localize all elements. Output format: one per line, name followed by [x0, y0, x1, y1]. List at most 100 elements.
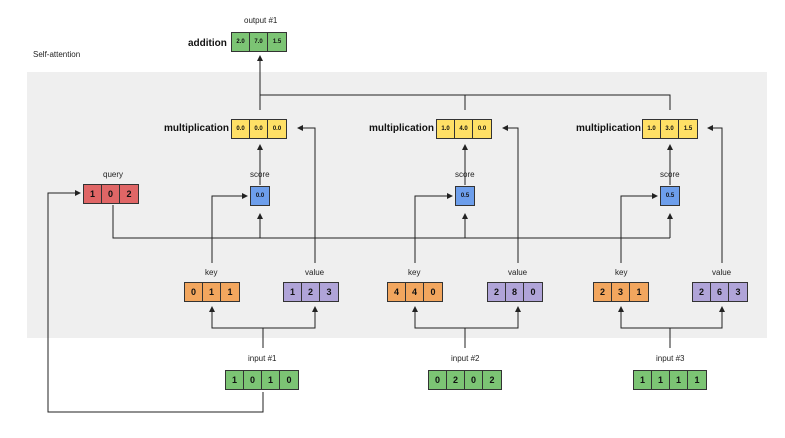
input-cell: 1 [670, 371, 688, 389]
input-cell: 2 [447, 371, 465, 389]
query-label: query [103, 170, 124, 179]
query-line [112, 205, 670, 239]
mult-cell: 0.0 [250, 120, 268, 138]
input-cell: 1 [634, 371, 652, 389]
mult-cell: 1.0 [437, 120, 455, 138]
query-cell: 0 [102, 185, 120, 203]
input1-to-key1 [209, 306, 264, 348]
input3-to-key3 [618, 306, 671, 348]
input-cell: 0 [429, 371, 447, 389]
output-vector: 2.0 7.0 1.5 [231, 32, 287, 52]
multiplication-vector-3: 1.0 3.0 1.5 [642, 119, 698, 139]
input3-to-value3 [670, 306, 725, 329]
input-label-2: input #2 [451, 354, 480, 363]
key-label-2: key [408, 268, 421, 277]
score-label-2: score [455, 170, 475, 179]
value1-to-mult1 [297, 125, 316, 263]
value-cell: 2 [302, 283, 320, 301]
key2-to-score2 [414, 193, 453, 263]
key-cell: 4 [388, 283, 406, 301]
input-cell: 0 [244, 371, 262, 389]
key-vector-1: 0 1 1 [184, 282, 240, 302]
input-cell: 1 [694, 375, 700, 385]
query-vector: 1 0 2 [83, 184, 139, 204]
input-cell: 0 [286, 375, 292, 385]
score-cell: 0.5 [460, 193, 470, 199]
mult-cell: 0.0 [477, 126, 487, 132]
value-label-3: value [712, 268, 732, 277]
key-cell: 1 [227, 287, 233, 297]
score-cell: 0.0 [255, 193, 265, 199]
input2-to-key2 [412, 306, 466, 348]
value-cell: 3 [326, 287, 332, 297]
mult-cell: 0.0 [232, 120, 250, 138]
input-vector-2: 0 2 0 2 [428, 370, 502, 390]
input-cell: 2 [489, 375, 495, 385]
value2-to-mult2 [502, 125, 519, 263]
value-cell: 0 [530, 287, 536, 297]
value-cell: 2 [693, 283, 711, 301]
score-label-3: score [660, 170, 680, 179]
score-label-1: score [250, 170, 270, 179]
input-label-1: input #1 [248, 354, 277, 363]
multiplication-label-2: multiplication [369, 123, 434, 134]
value-cell: 6 [711, 283, 729, 301]
mult-cell: 1.5 [683, 126, 693, 132]
value-label-1: value [305, 268, 325, 277]
score-box-2: 0.5 [455, 186, 475, 206]
mult-cell: 0.0 [272, 126, 282, 132]
input-label-3: input #3 [656, 354, 685, 363]
value-cell: 2 [488, 283, 506, 301]
output-label: output #1 [244, 16, 278, 25]
output-cell: 2.0 [232, 33, 250, 51]
input-vector-1: 1 0 1 0 [225, 370, 299, 390]
input1-to-value1 [263, 306, 318, 329]
value-vector-2: 2 8 0 [487, 282, 543, 302]
value-cell: 8 [506, 283, 524, 301]
value-cell: 3 [735, 287, 741, 297]
value-vector-3: 2 6 3 [692, 282, 748, 302]
mult-cell: 1.0 [643, 120, 661, 138]
key-cell: 1 [636, 287, 642, 297]
key3-to-score3 [620, 193, 658, 263]
diagram-title: Self-attention [33, 50, 81, 59]
input-cell: 1 [226, 371, 244, 389]
input1-to-query-arrow [47, 190, 264, 413]
value-vector-1: 1 2 3 [283, 282, 339, 302]
input-vector-3: 1 1 1 1 [633, 370, 707, 390]
key1-to-score1 [211, 193, 248, 263]
score-box-1: 0.0 [250, 186, 270, 206]
addition-label: addition [188, 38, 227, 49]
key-cell: 0 [185, 283, 203, 301]
value-cell: 1 [284, 283, 302, 301]
output-cell: 7.0 [250, 33, 268, 51]
input-cell: 0 [465, 371, 483, 389]
input-cell: 1 [652, 371, 670, 389]
key-cell: 2 [594, 283, 612, 301]
key-cell: 3 [612, 283, 630, 301]
key-vector-3: 2 3 1 [593, 282, 649, 302]
query-cell: 2 [126, 189, 132, 199]
score-box-3: 0.5 [660, 186, 680, 206]
key-cell: 1 [203, 283, 221, 301]
multiplication-vector-2: 1.0 4.0 0.0 [436, 119, 492, 139]
multiplication-label-1: multiplication [164, 123, 229, 134]
key-cell: 4 [406, 283, 424, 301]
query-cell: 1 [84, 185, 102, 203]
input2-to-value2 [465, 306, 521, 329]
output-cell: 1.5 [272, 39, 282, 45]
key-label-1: key [205, 268, 218, 277]
key-vector-2: 4 4 0 [387, 282, 443, 302]
score-cell: 0.5 [665, 193, 675, 199]
input-cell: 1 [262, 371, 280, 389]
key-cell: 0 [430, 287, 436, 297]
mult-cell: 4.0 [455, 120, 473, 138]
key-label-3: key [615, 268, 628, 277]
value-label-2: value [508, 268, 528, 277]
multiplication-vector-1: 0.0 0.0 0.0 [231, 119, 287, 139]
mult-cell: 3.0 [661, 120, 679, 138]
multiplication-label-3: multiplication [576, 123, 641, 134]
value3-to-mult3 [707, 125, 723, 263]
